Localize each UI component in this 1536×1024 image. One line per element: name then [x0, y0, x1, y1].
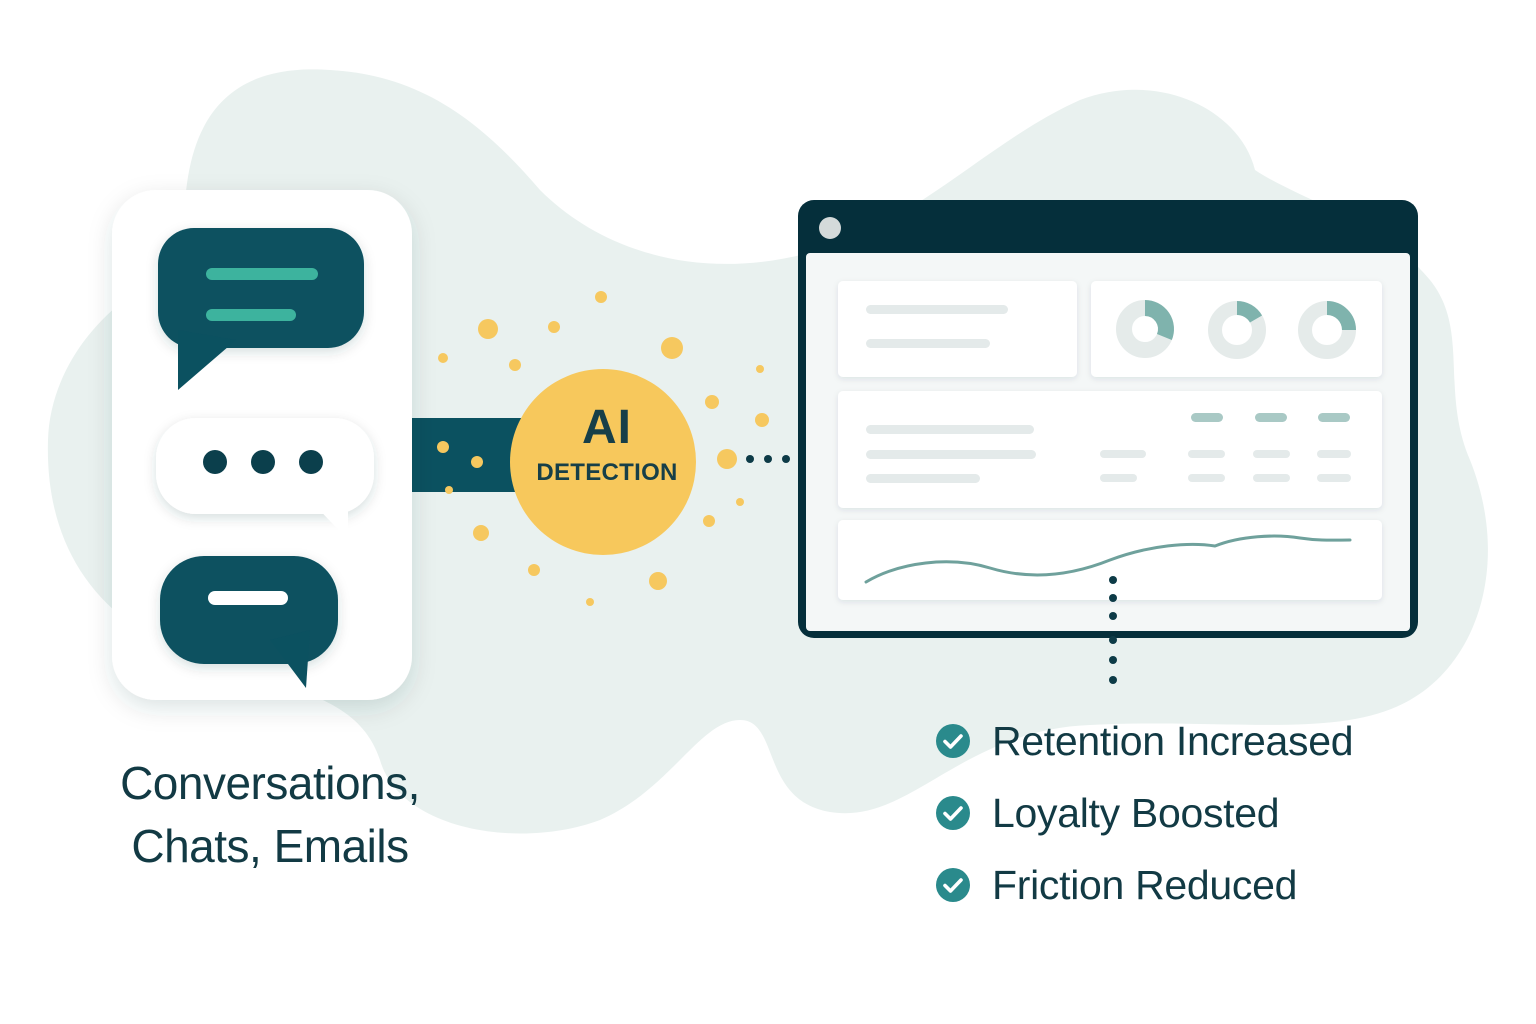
- outcome-item: Retention Increased: [934, 705, 1494, 777]
- check-circle-icon: [936, 724, 970, 758]
- text-message-bubble-icon: [158, 228, 364, 390]
- ai-detection-label: AI DETECTION: [510, 398, 704, 488]
- donut-charts-card: [1091, 281, 1382, 377]
- window-control-dot: [819, 217, 841, 239]
- outcome-item: Loyalty Boosted: [934, 777, 1494, 849]
- outcomes-list: Retention Increased Loyalty Boosted Fric…: [934, 705, 1494, 921]
- outcome-label: Retention Increased: [992, 717, 1354, 764]
- source-caption-line2: Chats, Emails: [131, 820, 409, 872]
- ai-detection-circle: [510, 369, 696, 555]
- check-circle-icon: [936, 796, 970, 830]
- source-caption-line1: Conversations,: [120, 757, 420, 809]
- trend-line: [864, 534, 1352, 584]
- source-caption: Conversations, Chats, Emails: [60, 752, 480, 878]
- data-table-card: [838, 391, 1382, 508]
- particle-dots: [437, 291, 769, 606]
- outcome-label: Friction Reduced: [992, 861, 1298, 908]
- short-message-bubble-icon: [160, 556, 338, 688]
- dotted-connector-horizontal: [746, 455, 790, 463]
- message-card: [112, 190, 412, 700]
- trend-line-card: [838, 520, 1382, 600]
- outcome-label: Loyalty Boosted: [992, 789, 1280, 836]
- donut-chart: [1208, 301, 1266, 359]
- outcome-item: Friction Reduced: [934, 849, 1494, 921]
- ai-title: AI: [582, 401, 632, 454]
- dotted-connector-vertical: [1109, 576, 1117, 684]
- check-circle-icon: [936, 868, 970, 902]
- donut-chart: [1116, 300, 1174, 358]
- typing-dots-bubble-icon: [156, 418, 374, 540]
- dashboard-window: [798, 200, 1418, 638]
- summary-card: [838, 281, 1077, 377]
- ai-subtitle: DETECTION: [536, 459, 678, 486]
- donut-chart: [1298, 301, 1356, 359]
